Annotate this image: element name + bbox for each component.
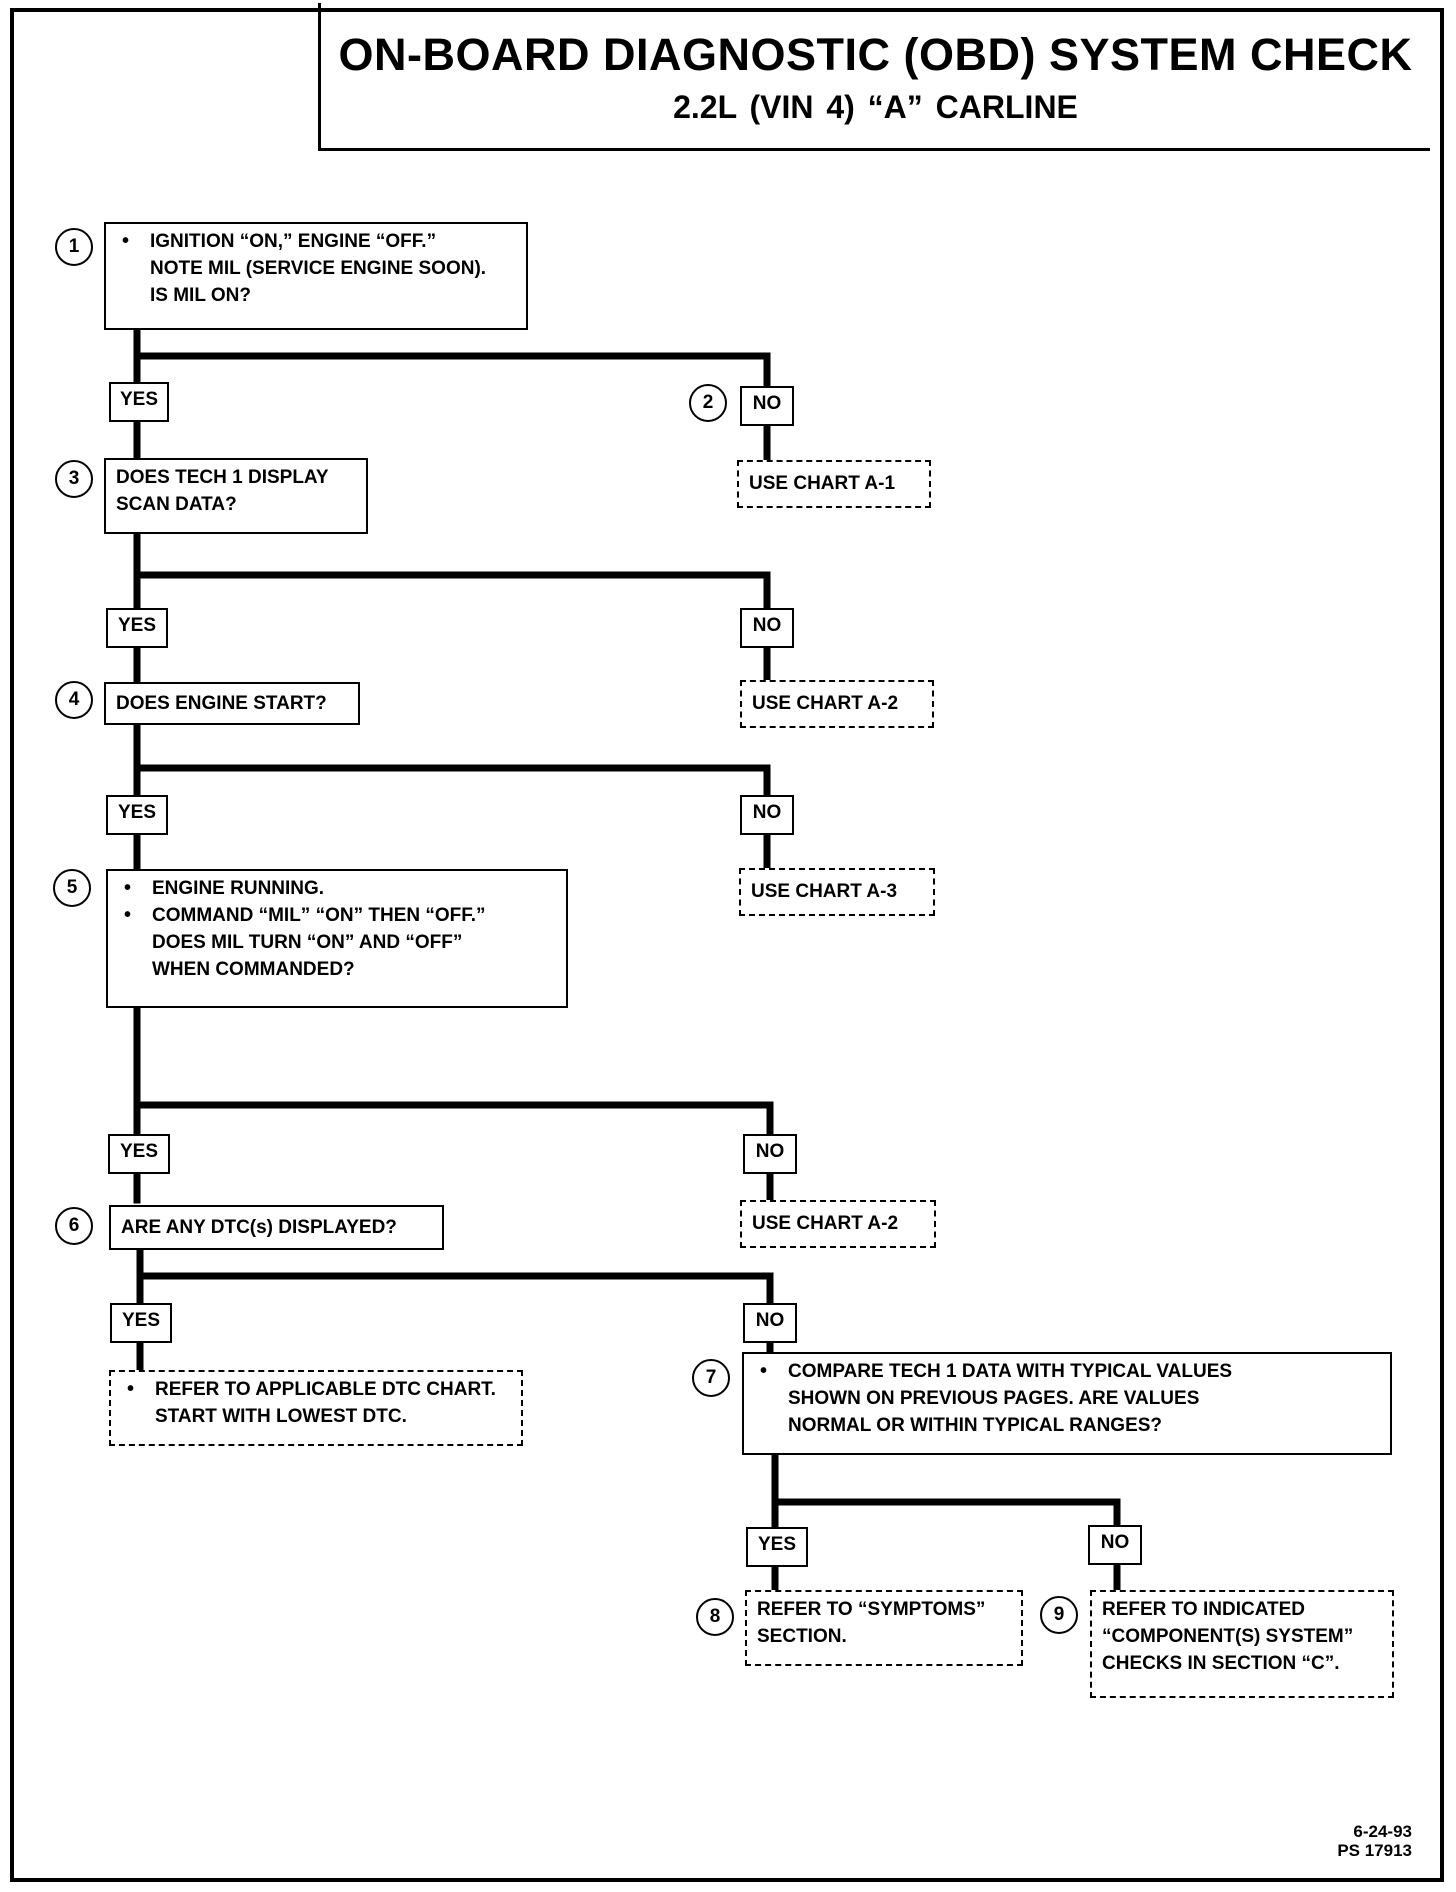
step-3-line-2: SCAN DATA? [116, 494, 237, 515]
step-number-3: 3 [55, 460, 93, 498]
step-number-6: 6 [55, 1207, 93, 1245]
step-6-box: ARE ANY DTC(s) DISPLAYED? [109, 1205, 444, 1250]
step-5-line-4: WHEN COMMANDED? [152, 959, 355, 980]
outcome-chart-a2-first: USE CHART A-2 [740, 680, 934, 728]
step-number-4: 4 [55, 681, 93, 719]
step-1-line-1: IGNITION “ON,” ENGINE “OFF.” [116, 228, 516, 255]
yes-label-1: YES [109, 382, 169, 422]
outcome-chart-a1: USE CHART A-1 [737, 460, 931, 508]
no-label-2: NO [740, 608, 794, 648]
diagram-subtitle: 2.2L (VIN 4) “A” CARLINE [673, 89, 1078, 125]
no-label-3: NO [740, 795, 794, 835]
step-1-line-2: NOTE MIL (SERVICE ENGINE SOON). [150, 258, 487, 279]
outcome-chart-a2-second: USE CHART A-2 [740, 1200, 936, 1248]
diagram-frame [10, 8, 1444, 1882]
yes-label-3: YES [106, 795, 168, 835]
step-3-line-1: DOES TECH 1 DISPLAY [116, 467, 329, 488]
step-7-line-3: NORMAL OR WITHIN TYPICAL RANGES? [788, 1415, 1163, 1436]
footer-code: PS 17913 [1337, 1841, 1412, 1860]
yes-label-2: YES [106, 608, 168, 648]
step-3-box: DOES TECH 1 DISPLAY SCAN DATA? [104, 458, 368, 534]
footer-date: 6-24-93 [1353, 1822, 1412, 1841]
step-7-line-2: SHOWN ON PREVIOUS PAGES. ARE VALUES [788, 1388, 1200, 1409]
step-9-line-3: CHECKS IN SECTION “C”. [1102, 1653, 1340, 1674]
yes-label-4: YES [108, 1134, 170, 1174]
step-8-line-2: SECTION. [757, 1626, 847, 1647]
step-5-line-3: DOES MIL TURN “ON” AND “OFF” [152, 932, 463, 953]
step-5-box: ENGINE RUNNING. COMMAND “MIL” “ON” THEN … [106, 869, 568, 1008]
step-9-line-1: REFER TO INDICATED [1102, 1599, 1306, 1620]
step-8-line-1: REFER TO “SYMPTOMS” [757, 1599, 986, 1620]
yes-label-5: YES [110, 1303, 172, 1343]
step-number-2: 2 [689, 384, 727, 422]
footer-reference: 6-24-93 PS 17913 [1337, 1822, 1412, 1860]
step-7-box: COMPARE TECH 1 DATA WITH TYPICAL VALUES … [742, 1352, 1392, 1455]
step-5-line-2: COMMAND “MIL” “ON” THEN “OFF.” [118, 902, 556, 929]
step-1-box: IGNITION “ON,” ENGINE “OFF.” NOTE MIL (S… [104, 222, 528, 330]
step-4-box: DOES ENGINE START? [104, 682, 360, 725]
step-number-9: 9 [1040, 1596, 1078, 1634]
diagram-title: ON-BOARD DIAGNOSTIC (OBD) SYSTEM CHECK [338, 29, 1413, 80]
no-label-6: NO [1088, 1525, 1142, 1565]
outcome-dtc-chart: REFER TO APPLICABLE DTC CHART. START WIT… [109, 1370, 523, 1446]
no-label-5: NO [743, 1303, 797, 1343]
dtc-chart-line-2: START WITH LOWEST DTC. [155, 1406, 407, 1427]
step-number-5: 5 [53, 869, 91, 907]
title-block: ON-BOARD DIAGNOSTIC (OBD) SYSTEM CHECK 2… [318, 3, 1430, 151]
step-1-line-3: IS MIL ON? [150, 285, 251, 306]
outcome-chart-a3: USE CHART A-3 [739, 868, 935, 916]
no-label-4: NO [743, 1134, 797, 1174]
no-label-1: NO [740, 386, 794, 426]
step-8-box: REFER TO “SYMPTOMS” SECTION. [745, 1590, 1023, 1666]
step-9-box: REFER TO INDICATED “COMPONENT(S) SYSTEM”… [1090, 1590, 1394, 1698]
step-5-line-1: ENGINE RUNNING. [118, 875, 556, 902]
yes-label-6: YES [746, 1527, 808, 1567]
dtc-chart-line-1: REFER TO APPLICABLE DTC CHART. [121, 1376, 511, 1403]
step-7-line-1: COMPARE TECH 1 DATA WITH TYPICAL VALUES [754, 1358, 1380, 1385]
step-number-8: 8 [696, 1598, 734, 1636]
step-9-line-2: “COMPONENT(S) SYSTEM” [1102, 1626, 1354, 1647]
step-number-1: 1 [55, 228, 93, 266]
step-number-7: 7 [692, 1359, 730, 1397]
